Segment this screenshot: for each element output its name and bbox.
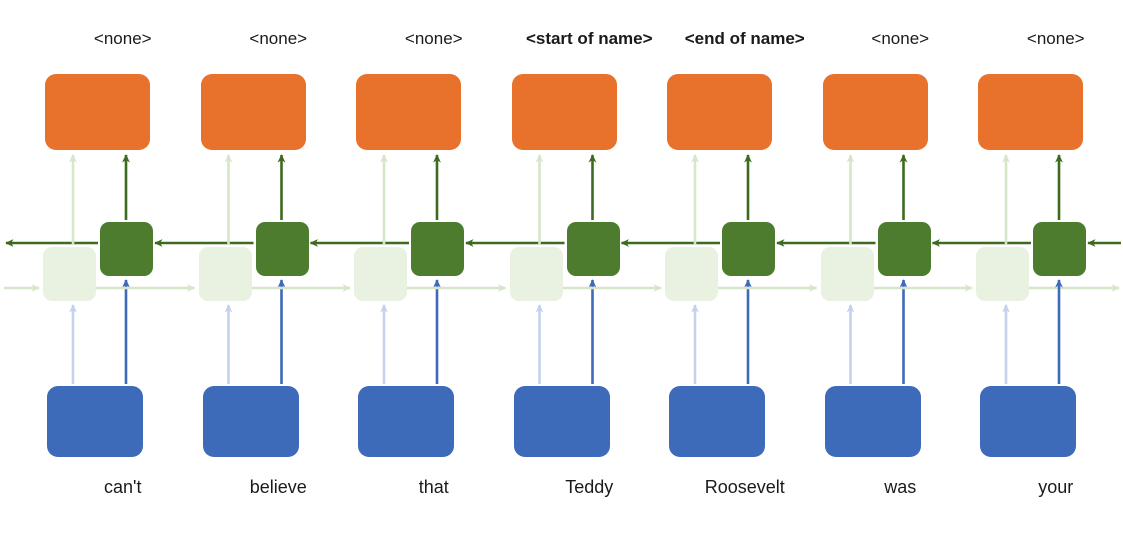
output-box-0 [45, 74, 150, 150]
rnn-timestep-3: <start of name> Teddy [509, 0, 668, 537]
input-box-2 [358, 386, 454, 457]
input-box-0 [47, 386, 143, 457]
input-box-5 [824, 386, 921, 457]
input-token-2: that [418, 477, 449, 497]
forward-cell-4 [665, 247, 718, 301]
output-box-5 [822, 74, 928, 150]
forward-cell-6 [976, 247, 1029, 301]
output-label-1: <none> [249, 29, 308, 48]
backward-cell-1 [255, 222, 309, 276]
output-label-3: <start of name> [525, 29, 653, 48]
input-box-6 [980, 386, 1076, 457]
input-box-1 [202, 386, 299, 457]
backward-cell-6 [1033, 222, 1086, 276]
backward-cell-5 [877, 222, 931, 276]
output-box-3 [511, 74, 617, 150]
output-label-2: <none> [404, 29, 463, 48]
output-box-6 [978, 74, 1083, 150]
rnn-timestep-5: <none> was [820, 0, 979, 537]
backward-cell-3 [566, 222, 620, 276]
input-token-4: Roosevelt [704, 477, 785, 497]
backward-cell-0 [100, 222, 153, 276]
forward-cell-0 [43, 247, 96, 301]
forward-cell-1 [198, 247, 252, 301]
backward-cell-2 [411, 222, 464, 276]
backward-cell-4 [722, 222, 775, 276]
output-box-2 [356, 74, 461, 150]
rnn-timestep-2: <none> that [354, 0, 512, 537]
output-label-5: <none> [871, 29, 930, 48]
input-token-6: your [1038, 477, 1074, 497]
input-token-1: believe [249, 477, 307, 497]
input-box-3 [513, 386, 610, 457]
rnn-timestep-1: <none> believe [198, 0, 357, 537]
forward-cell-5 [820, 247, 874, 301]
input-token-5: was [884, 477, 917, 497]
input-token-0: can't [104, 477, 142, 497]
rnn-timestep-6: <none> your [976, 0, 1123, 537]
forward-cell-2 [354, 247, 407, 301]
output-box-4 [667, 74, 772, 150]
input-box-4 [669, 386, 765, 457]
output-label-6: <none> [1026, 29, 1085, 48]
output-box-1 [200, 74, 306, 150]
rnn-timestep-0: <none> can't [43, 0, 201, 537]
output-label-0: <none> [93, 29, 152, 48]
forward-cell-3 [509, 247, 563, 301]
output-label-4: <end of name> [684, 29, 805, 48]
input-token-3: Teddy [565, 477, 614, 497]
rnn-timestep-4: <end of name> Roosevelt [665, 0, 823, 537]
